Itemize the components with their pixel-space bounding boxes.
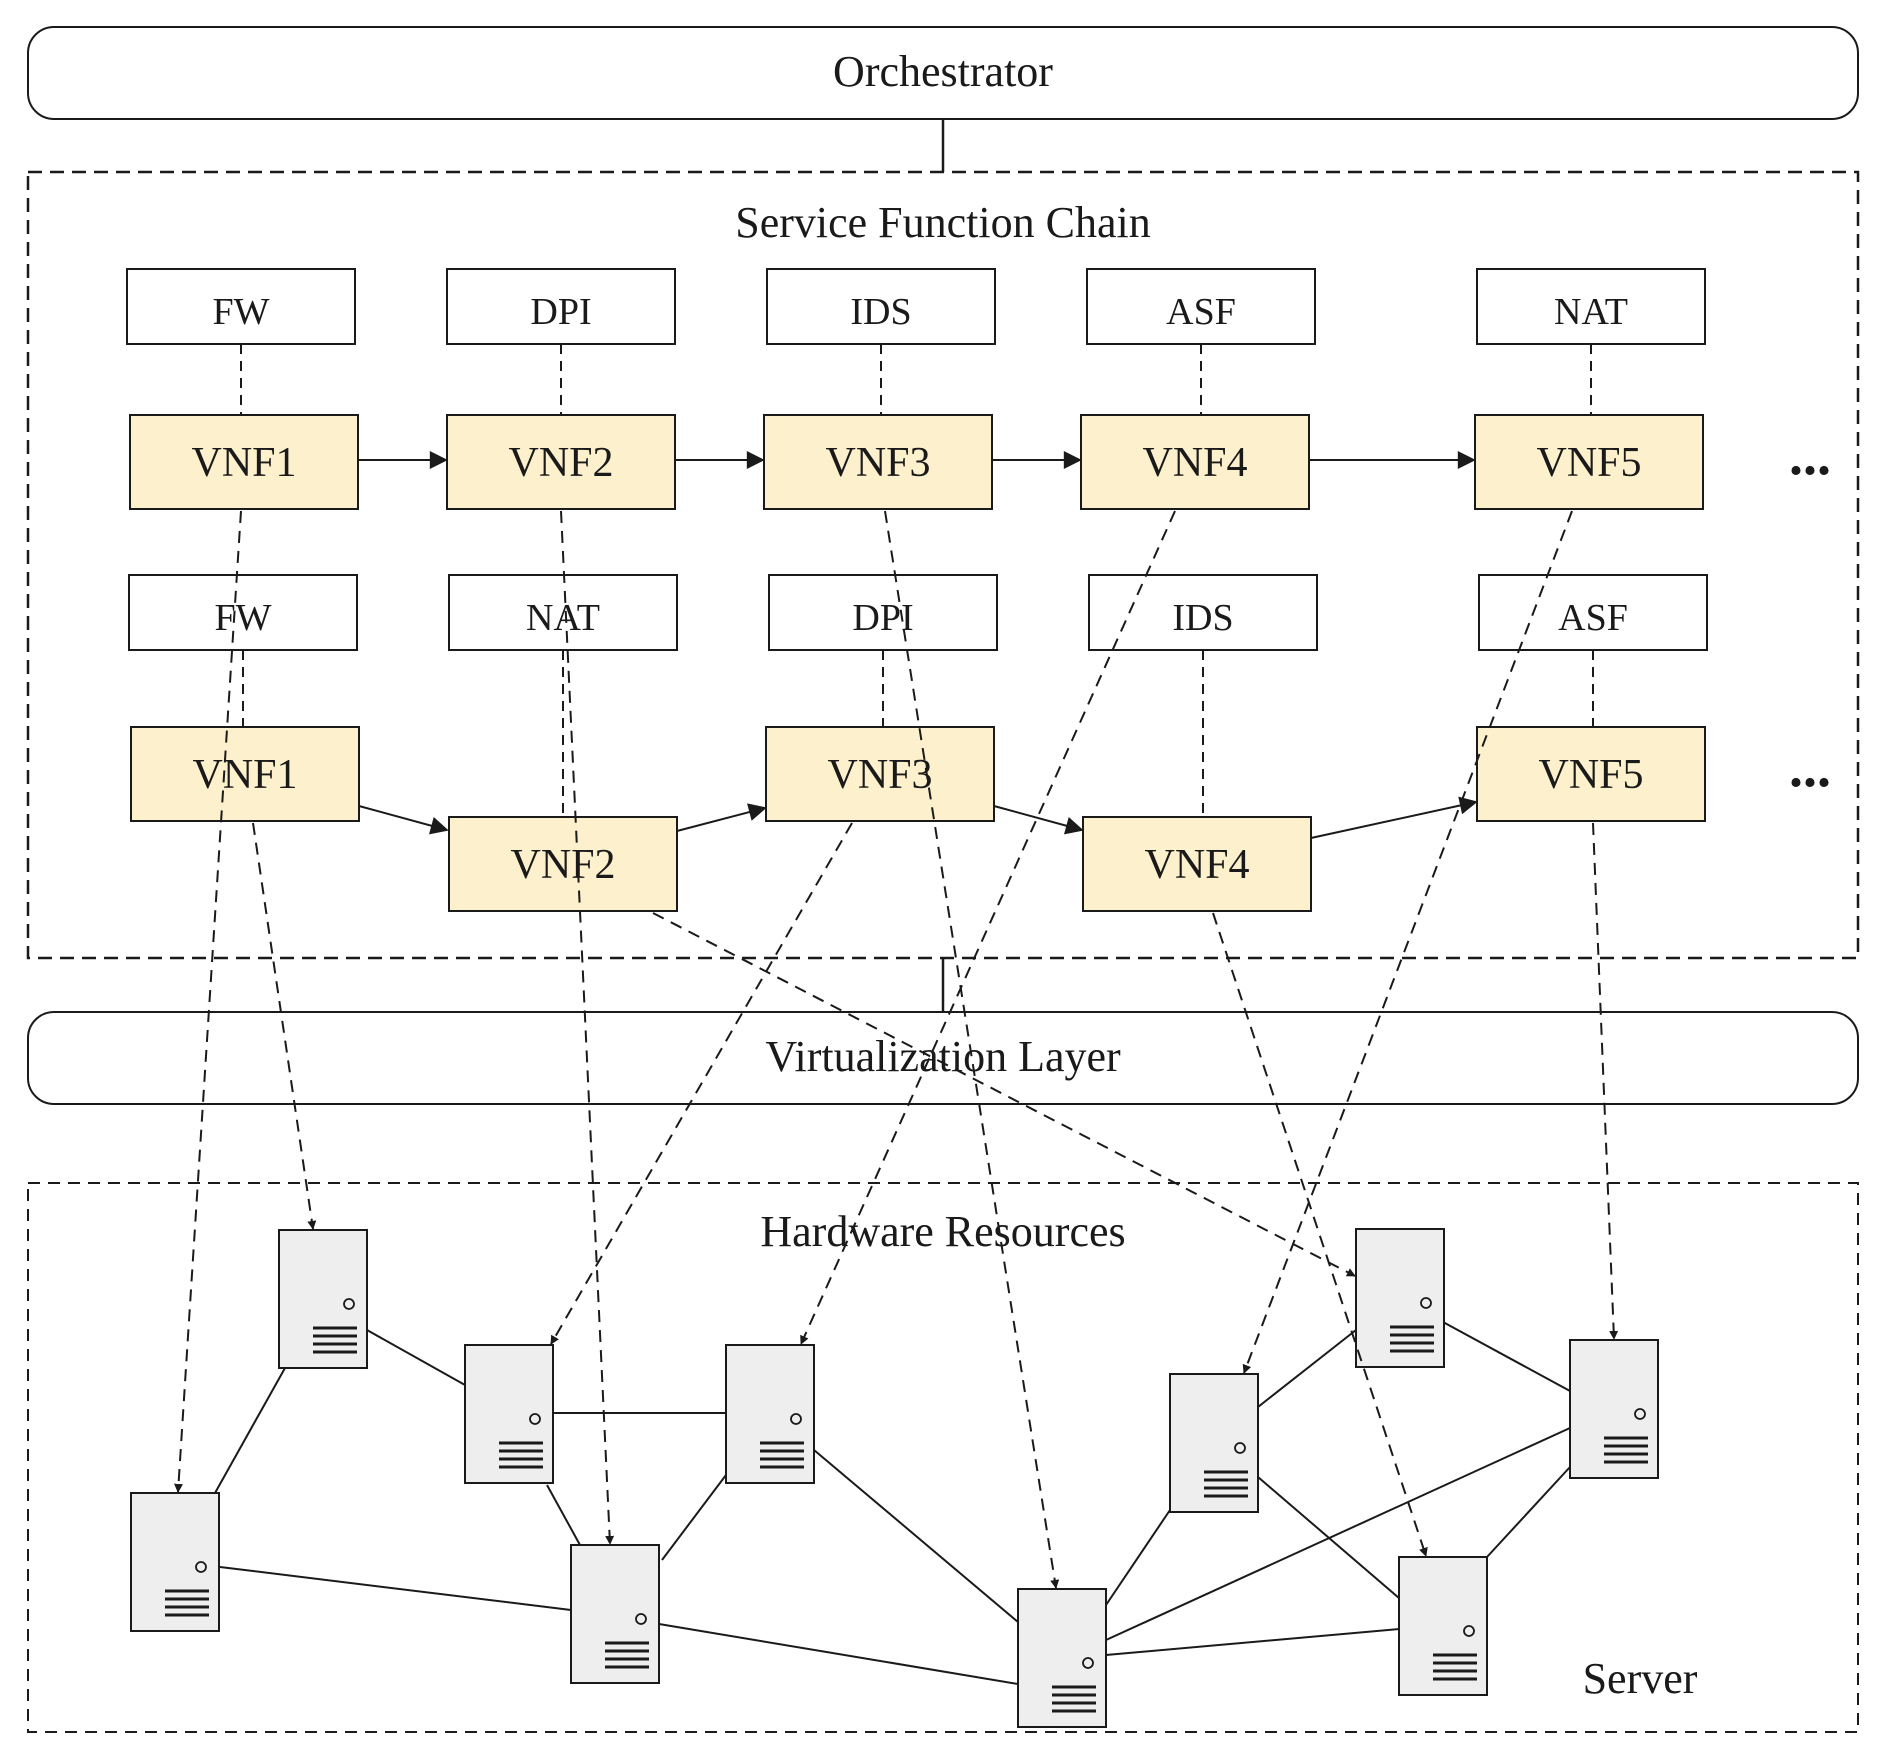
vnf-box-2: VNF2 (446, 414, 676, 510)
chain-arrows (358, 451, 1478, 839)
function-label: ASF (1166, 291, 1236, 333)
hardware-label: Hardware Resources (760, 1207, 1125, 1256)
vnf-label: VNF1 (192, 752, 297, 798)
server-icon (1397, 1555, 1489, 1697)
virtualization-layer-box (27, 1011, 1859, 1105)
function-box-fw: FW (126, 268, 356, 345)
vnf-label: VNF2 (508, 440, 613, 486)
chain-2: FW NAT DPI IDS ASF VNF1 VNF2 VNF3 (128, 574, 1831, 912)
vnf-label: VNF5 (1538, 752, 1643, 798)
function-box-asf: ASF (1478, 574, 1708, 651)
vnf-box-4: VNF4 (1080, 414, 1310, 510)
function-box-nat: NAT (1476, 268, 1706, 345)
function-label: IDS (1172, 597, 1233, 639)
function-label: IDS (850, 291, 911, 333)
vnf-box-1: VNF1 (130, 726, 360, 822)
vnf-box-3: VNF3 (765, 726, 995, 822)
function-label: NAT (526, 597, 600, 639)
server-icon (1354, 1227, 1446, 1369)
function-label: NAT (1554, 291, 1628, 333)
function-vnf-links (240, 344, 1594, 817)
vnf-box-3: VNF3 (763, 414, 993, 510)
ellipsis: ... (1789, 737, 1831, 799)
function-box-ids: IDS (766, 268, 996, 345)
function-box-fw: FW (128, 574, 358, 651)
function-box-nat: NAT (448, 574, 678, 651)
server-icon (277, 1228, 369, 1370)
vnf-box-2: VNF2 (448, 816, 678, 912)
vnf-label: VNF4 (1144, 842, 1249, 888)
vnf-box-1: VNF1 (129, 414, 359, 510)
vnf-box-5: VNF5 (1474, 414, 1704, 510)
orchestrator-label: Orchestrator (833, 47, 1053, 96)
virtualization-label: Virtualization Layer (765, 1032, 1121, 1081)
server-icon (129, 1491, 221, 1633)
vnf-label: VNF1 (191, 440, 296, 486)
vnf-label: VNF5 (1536, 440, 1641, 486)
server-icon (1168, 1372, 1260, 1514)
server-icon (1016, 1587, 1108, 1729)
function-box-asf: ASF (1086, 268, 1316, 345)
function-label: ASF (1558, 597, 1628, 639)
function-label: DPI (530, 291, 591, 333)
chain-1: FW DPI IDS ASF NAT VNF1 VNF2 VNF3 (126, 268, 1831, 510)
vnf-box-4: VNF4 (1082, 816, 1312, 912)
network-links (214, 1321, 1571, 1685)
function-box-ids: IDS (1088, 574, 1318, 651)
hardware-resources-region (27, 1182, 1859, 1733)
server-label: Server (1583, 1654, 1698, 1703)
server-icon (463, 1343, 555, 1485)
vnf-box-5: VNF5 (1476, 726, 1706, 822)
function-label: FW (213, 291, 270, 333)
server-icon (724, 1343, 816, 1485)
vnf-label: VNF3 (827, 752, 932, 798)
ellipsis: ... (1789, 425, 1831, 487)
function-label: FW (215, 597, 272, 639)
function-box-dpi: DPI (768, 574, 998, 651)
vnf-label: VNF3 (825, 440, 930, 486)
server-icon (569, 1543, 661, 1685)
server-icon (1568, 1338, 1660, 1480)
vnf-label: VNF2 (510, 842, 615, 888)
vnf-label: VNF4 (1142, 440, 1247, 486)
function-box-dpi: DPI (446, 268, 676, 345)
sfc-label: Service Function Chain (735, 198, 1151, 247)
vnf-server-mapping-arrows (174, 510, 1619, 1589)
